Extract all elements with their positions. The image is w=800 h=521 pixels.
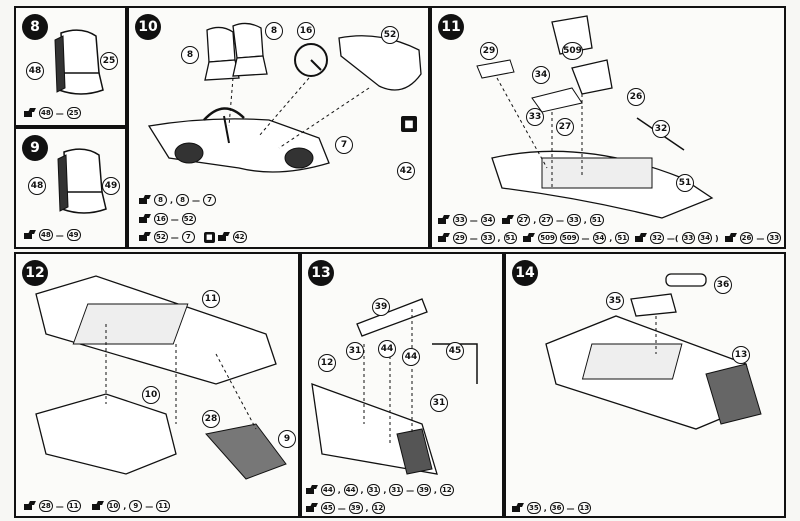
seat-illustration — [57, 148, 107, 214]
callout-7: 7 — [335, 136, 353, 154]
callout-16: 16 — [297, 22, 315, 40]
step-8-number: 8 — [22, 14, 48, 40]
callout-31: 31 — [430, 394, 448, 412]
callout-28: 28 — [202, 410, 220, 428]
body-assembly-illustration — [147, 22, 422, 173]
callout-49: 49 — [102, 177, 120, 195]
step-14-panel: 14 36 35 13 35, 36— 13 — [504, 252, 786, 518]
callout-31: 31 — [346, 342, 364, 360]
callout-9: 9 — [278, 430, 296, 448]
callout-35: 35 — [606, 292, 624, 310]
step-9-panel: 9 48 49 48— 49 — [14, 127, 127, 249]
callout-32: 32 — [652, 120, 670, 138]
callout-25: 25 — [100, 52, 118, 70]
cement-icon — [438, 233, 450, 243]
cement-icon — [24, 501, 36, 511]
callout-51: 51 — [676, 174, 694, 192]
seat-illustration — [54, 29, 104, 95]
cement-icon — [512, 503, 524, 513]
assembly-ref: 29— 33, 51 509 509— 34, 51 32—( 33 34) 2… — [438, 232, 782, 244]
assembly-ref: 8, 8— 7 — [139, 194, 217, 206]
paint-icon: ■ — [203, 231, 215, 243]
callout-29: 29 — [480, 42, 498, 60]
callout-48: 48 — [28, 177, 46, 195]
callout-8: 8 — [265, 22, 283, 40]
callout-26: 26 — [627, 88, 645, 106]
callout-8: 8 — [181, 46, 199, 64]
callout-52: 52 — [381, 26, 399, 44]
cement-icon — [91, 501, 104, 511]
callout-44: 44 — [378, 340, 396, 358]
step-12-panel: 12 11 10 28 9 28— 11 10, 9— 11 — [14, 252, 300, 518]
cement-icon — [24, 230, 36, 240]
callout-13: 13 — [732, 346, 750, 364]
cement-icon — [501, 215, 514, 225]
step-13-panel: 13 39 31 44 44 45 12 31 44, 44, 31, 31— … — [300, 252, 504, 518]
callout-11: 11 — [202, 290, 220, 308]
cement-icon — [438, 215, 450, 225]
chassis-assembly-illustration — [35, 275, 287, 480]
assembly-ref: 33— 34 27, 27— 33, 51 — [438, 214, 604, 226]
assembly-ref: 44, 44, 31, 31— 39, 12 — [306, 484, 454, 496]
assembly-ref: 48— 25 — [24, 107, 81, 119]
callout-44: 44 — [402, 348, 420, 366]
cement-icon — [139, 195, 151, 205]
cement-icon — [523, 233, 535, 243]
step-12-number: 12 — [22, 260, 48, 286]
assembly-ref: 16— 52 — [139, 213, 196, 225]
callout-34: 34 — [532, 66, 550, 84]
cement-icon — [306, 485, 318, 495]
step-13-number: 13 — [308, 260, 334, 286]
cement-icon — [24, 108, 36, 118]
step-9-number: 9 — [22, 135, 48, 161]
callout-509: 509 — [562, 42, 583, 60]
cement-icon — [139, 214, 151, 224]
callout-36: 36 — [714, 276, 732, 294]
step-11-panel: 11 29 509 34 26 33 27 32 51 33— 34 27, 2… — [430, 6, 786, 249]
callout-45: 45 — [446, 342, 464, 360]
step-14-number: 14 — [512, 260, 538, 286]
callout-12: 12 — [318, 354, 336, 372]
assembly-ref: 52— 7 ■ 42 — [139, 231, 247, 243]
exhaust-assembly-illustration — [545, 273, 762, 430]
cement-icon — [635, 233, 647, 243]
suspension-assembly-illustration — [311, 298, 478, 475]
callout-42: 42 — [397, 162, 415, 180]
step-8-panel: 8 48 25 48— 25 — [14, 6, 127, 127]
callout-39: 39 — [372, 298, 390, 316]
callout-10: 10 — [142, 386, 160, 404]
assembly-ref: 28— 11 10, 9— 11 — [24, 500, 171, 512]
callout-48: 48 — [26, 62, 44, 80]
step-11-number: 11 — [438, 14, 464, 40]
cement-icon — [139, 232, 151, 242]
cement-icon — [217, 232, 230, 242]
assembly-ref: 45— 39, 12 — [306, 502, 386, 514]
cement-icon — [306, 503, 318, 513]
callout-33: 33 — [526, 108, 544, 126]
assembly-ref: 35, 36— 13 — [512, 502, 592, 514]
callout-27: 27 — [556, 118, 574, 136]
assembly-ref: 48— 49 — [24, 229, 81, 241]
cement-icon — [724, 233, 737, 243]
paint-icon: ■ — [401, 116, 417, 132]
step-10-number: 10 — [135, 14, 161, 40]
step-10-panel: 10 8 8 16 52 7 ■ 42 8, 8— 7 16— 52 52— 7… — [127, 6, 430, 249]
frame-assembly-illustration — [476, 15, 714, 219]
